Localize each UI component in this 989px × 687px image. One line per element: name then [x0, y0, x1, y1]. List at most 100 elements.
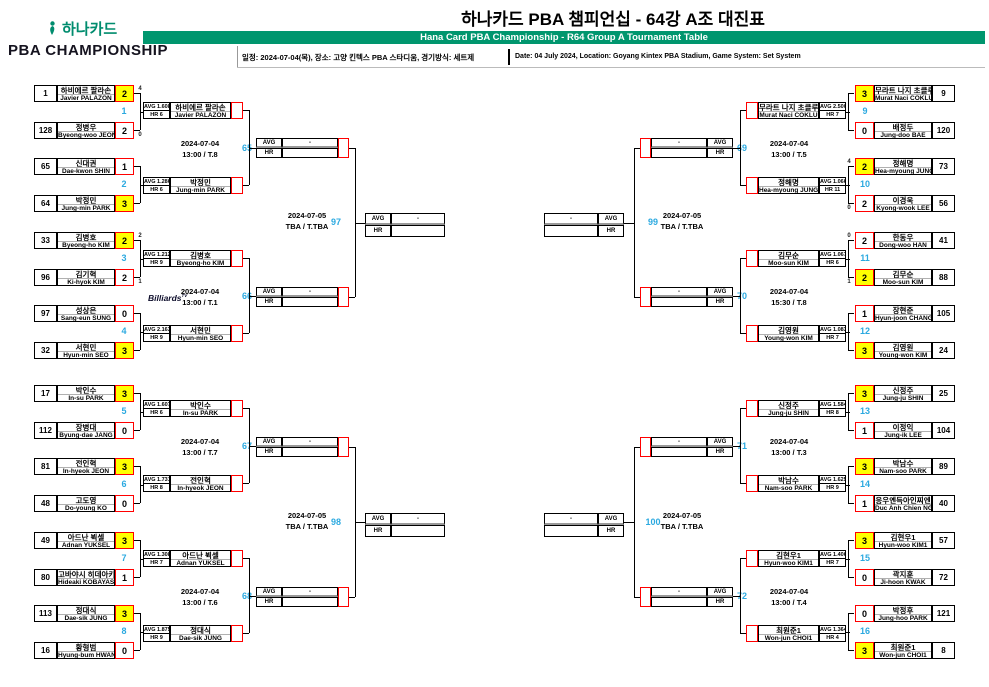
player-name-en: Dae-sik JUNG [64, 615, 108, 622]
pending-score-cell [746, 250, 758, 267]
qf-date: 2024-07-05 [662, 511, 702, 520]
score-badge: 2 [855, 232, 874, 249]
bracket-line [134, 613, 140, 614]
bracket-line [634, 447, 635, 597]
bracket-line [249, 296, 256, 297]
player-name-en: Javier PALAZON [174, 112, 227, 119]
avg-label: AVG [707, 138, 733, 148]
shootout-score: 2 [138, 233, 142, 239]
avg-value: - [651, 587, 707, 597]
match-number: 71 [736, 441, 747, 451]
score-badge: 2 [115, 122, 134, 139]
player-name-kr: 김기혁 [58, 270, 114, 279]
hr-stat: HR 6 [819, 258, 846, 267]
avg-value: - [544, 213, 598, 225]
match-number: 67 [241, 441, 252, 451]
player-name-kr: 황형범 [58, 643, 114, 652]
qf-number: 98 [330, 517, 341, 527]
hr-stat: HR 6 [143, 408, 170, 417]
player-name-kr: 박정민 [58, 196, 114, 205]
seed-number: 8 [932, 642, 955, 659]
hr-stat: HR 9 [143, 258, 170, 267]
pending-score-cell [231, 177, 243, 194]
match-number: 12 [859, 326, 870, 336]
connector-square [338, 587, 349, 607]
score-badge: 2 [855, 269, 874, 286]
avg-value: - [282, 138, 338, 148]
bracket-line [846, 632, 850, 633]
bracket-line [848, 277, 854, 278]
hr-label: HR [256, 597, 282, 607]
match-number: 8 [121, 626, 127, 636]
match-number: 3 [121, 253, 127, 263]
bracket-line [243, 185, 249, 186]
pending-score-cell [746, 325, 758, 342]
connector-square [338, 138, 349, 158]
info-separator [508, 49, 510, 65]
bracket-line [848, 313, 849, 350]
bracket-line [249, 148, 256, 149]
pending-score-cell [231, 250, 243, 267]
player-name-kr: 김무순 [875, 270, 931, 279]
hr-stat: HR 4 [819, 633, 846, 642]
pending-score-cell [231, 625, 243, 642]
player-name-kr: 고바야시 히데아키 [58, 570, 114, 579]
player-name-kr: 장현준 [875, 306, 931, 315]
match-time: 13:00 / T.8 [182, 150, 218, 159]
score-badge: 2 [115, 85, 134, 102]
match-number: 66 [241, 291, 252, 301]
seed-number: 64 [34, 195, 57, 212]
bracket-line [740, 110, 741, 185]
bracket-line [140, 613, 141, 650]
player-name-kr: 김병호 [58, 233, 114, 242]
shootout-score: 1 [847, 279, 851, 285]
bracket-line [846, 332, 850, 333]
bracket-line [634, 597, 640, 598]
match-time: 13:00 / T.7 [182, 448, 218, 457]
player-name-kr: 배정두 [875, 123, 931, 132]
bracket-line [848, 613, 854, 614]
avg-value: - [282, 587, 338, 597]
bracket-line [134, 203, 140, 204]
seed-number: 1 [34, 85, 57, 102]
bracket-line [140, 240, 141, 277]
bracket-line [140, 393, 141, 430]
hr-label: HR [256, 297, 282, 307]
seed-number: 105 [932, 305, 955, 322]
match-time: 13:00 / T.5 [771, 150, 807, 159]
bracket-line [848, 466, 849, 503]
player-name-kr: 박정민 [171, 178, 230, 187]
player-name-en: Byeong-ho KIM [176, 260, 225, 267]
pba-championship-logo: PBA CHAMPIONSHIP [8, 42, 168, 59]
bracket-line [848, 540, 854, 541]
player-name-en: Ki-hyok KIM [67, 279, 105, 286]
bracket-line [740, 558, 746, 559]
player-name-en: Byeong-ho KIM [62, 242, 110, 249]
player-name-en: Jung-ju SHIN [768, 410, 809, 417]
player-name-kr: 고도영 [58, 496, 114, 505]
player-name-kr: 서현민 [58, 343, 114, 352]
bracket-line [740, 483, 746, 484]
hr-stat: HR 9 [143, 633, 170, 642]
bracket-line [848, 393, 854, 394]
subtitle-bar: Hana Card PBA Championship - R64 Group A… [143, 31, 985, 44]
bracket-line [846, 485, 850, 486]
bracket-line [140, 559, 144, 560]
schedule-info-en: Date: 04 July 2024, Location: Goyang Kin… [515, 53, 801, 60]
score-badge: 3 [855, 642, 874, 659]
match-date: 2024-07-04 [769, 587, 809, 596]
hr-value [651, 148, 707, 158]
